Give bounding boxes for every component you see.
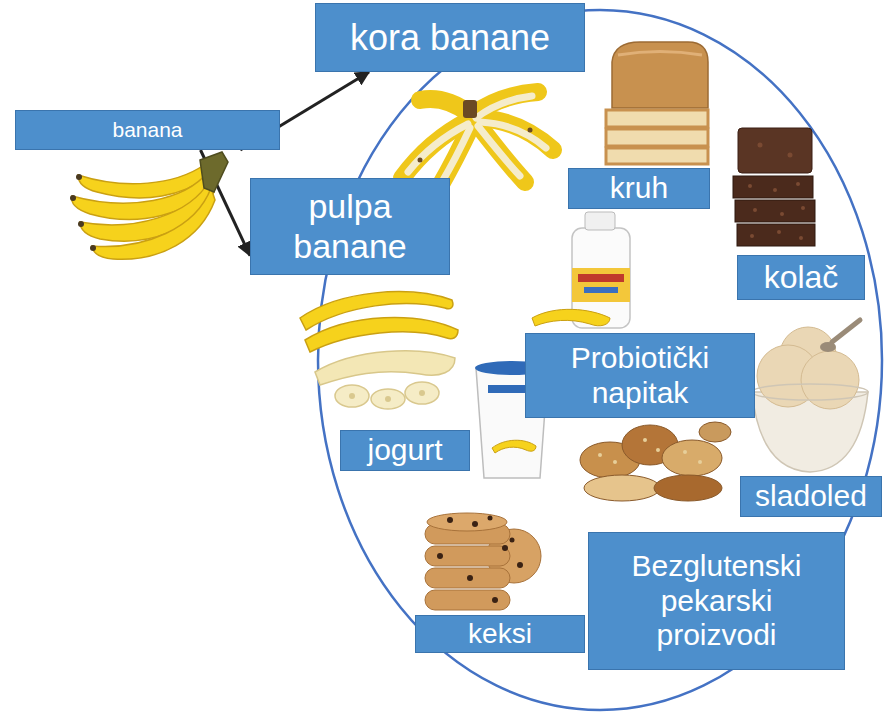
box-label: sladoled bbox=[749, 479, 873, 514]
box-label: Probiotički napitak bbox=[536, 341, 744, 410]
box-label: keksi bbox=[426, 618, 574, 650]
label-box: kruh bbox=[568, 168, 710, 209]
label-box: jogurt bbox=[340, 430, 470, 471]
label-box: keksi bbox=[415, 615, 585, 653]
banana-pulp-picture bbox=[300, 292, 458, 409]
banana-bunch-picture bbox=[70, 152, 228, 259]
label-box: banana bbox=[15, 110, 280, 150]
box-label: kora banane bbox=[326, 17, 574, 58]
box-label: Bezglutenski pekarski proizvodi bbox=[601, 549, 832, 653]
label-box: sladoled bbox=[740, 476, 882, 517]
label-box: Bezglutenski pekarski proizvodi bbox=[588, 532, 845, 670]
arrow-connector bbox=[201, 150, 251, 256]
drink-bottle-picture bbox=[532, 212, 630, 328]
box-label: kruh bbox=[579, 171, 699, 206]
box-label: kolač bbox=[748, 259, 854, 296]
label-box: pulpa banane bbox=[250, 178, 450, 275]
box-label: banana bbox=[26, 118, 269, 142]
box-label: pulpa banane bbox=[261, 187, 439, 265]
bread-picture bbox=[606, 42, 708, 164]
cake-picture bbox=[733, 128, 815, 246]
label-box: kora banane bbox=[315, 3, 585, 72]
label-box: Probiotički napitak bbox=[525, 333, 755, 418]
label-box: kolač bbox=[737, 255, 865, 300]
product-circle-line bbox=[318, 10, 882, 710]
bakery-picture bbox=[580, 422, 731, 501]
banana-peel-picture bbox=[402, 92, 553, 186]
cookies-picture bbox=[425, 513, 541, 610]
box-label: jogurt bbox=[351, 433, 459, 468]
ice-cream-picture bbox=[752, 320, 868, 472]
